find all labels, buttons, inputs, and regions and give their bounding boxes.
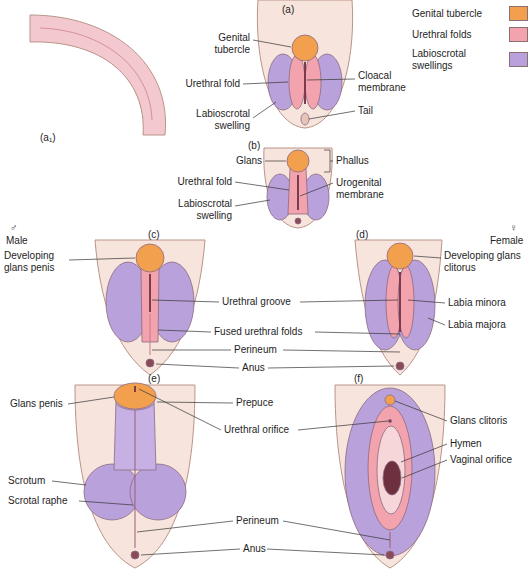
label-anchor: Prepuce (236, 397, 273, 409)
label-anchor: Urethral fold (186, 78, 240, 90)
label-anchor: (a) (282, 4, 294, 16)
legend-swatch (509, 6, 528, 21)
label-anchor: (f) (354, 373, 363, 385)
label-anchor: Phallus (336, 155, 369, 167)
panel-letter: (a₁) (40, 132, 56, 144)
legend-swatch (509, 27, 528, 42)
label-anchor: Scrotal raphe (8, 495, 67, 507)
label-anchor: Scrotum (8, 475, 45, 487)
part-label: Urethral fold (186, 78, 240, 90)
part-label: Urethral groove (222, 296, 291, 308)
label-anchor: Urethral orifice (224, 424, 289, 436)
part-label: Anus (242, 362, 265, 374)
legend-text: Labioscrotal swellings (412, 48, 490, 71)
label-anchor: Male (6, 235, 28, 247)
legend-row: Labioscrotal swellings (412, 48, 528, 71)
label-anchor: Labioscrotal swelling (167, 198, 232, 221)
part-label: Prepuce (236, 397, 273, 409)
part-label: Scrotum (8, 475, 45, 487)
skin-regions (30, 0, 445, 568)
part-label: Glans penis (10, 398, 63, 410)
part-label: Anus (243, 543, 266, 555)
panel-letter: (f) (354, 373, 363, 385)
part-label: Genital tubercle (200, 32, 250, 55)
part-label: Developing glans penis (4, 250, 68, 273)
label-anchor: Labia majora (448, 319, 506, 331)
label-anchor: (c) (148, 229, 160, 241)
label-anchor: Labia minora (448, 297, 506, 309)
part-label: Cloacal membrane (358, 70, 410, 93)
part-label: Developing glans clitorus (444, 250, 530, 273)
label-anchor: ♂ (10, 222, 18, 234)
panel-letter: (d) (356, 229, 368, 241)
part-label: Hymen (450, 438, 482, 450)
label-anchor: Anus (243, 543, 266, 555)
legend-text: Urethral folds (412, 29, 490, 41)
label-anchor: Tail (358, 105, 373, 117)
label-anchor: ♀ (510, 222, 518, 234)
part-label: Glans (236, 155, 262, 167)
part-label: Tail (358, 105, 373, 117)
legend-row: Genital tubercle (412, 6, 528, 21)
label-anchor: Glans penis (10, 398, 63, 410)
legend-text: Genital tubercle (412, 8, 490, 20)
label-anchor: Anus (242, 362, 265, 374)
label-anchor: Urethral groove (222, 296, 291, 308)
legend-swatch (509, 52, 528, 67)
part-label: Fused urethral folds (214, 326, 302, 338)
panel-letter: (c) (148, 229, 160, 241)
label-anchor: Glans clitoris (450, 415, 507, 427)
part-label: ♀ (510, 222, 518, 234)
part-label: Urogenital membrane (336, 177, 398, 200)
label-anchor: Perineum (236, 515, 279, 527)
part-label: Labia minora (448, 297, 506, 309)
part-label: Scrotal raphe (8, 495, 67, 507)
part-label: Urethral fold (178, 176, 232, 188)
part-label: Vaginal orifice (450, 454, 512, 466)
leader-lines (52, 40, 447, 555)
part-label: ♂ (10, 222, 18, 234)
label-anchor: (d) (356, 229, 368, 241)
label-anchor: (a₁) (40, 132, 56, 144)
label-anchor: Fused urethral folds (214, 326, 302, 338)
part-label: Perineum (234, 344, 277, 356)
label-anchor: Genital tubercle (200, 32, 250, 55)
label-anchor: (e) (148, 373, 160, 385)
part-label: Urethral orifice (224, 424, 289, 436)
label-anchor: Developing glans clitorus (444, 250, 530, 273)
label-anchor: Labioscrotal swelling (185, 108, 250, 131)
label-anchor: Female (490, 235, 523, 247)
label-anchor: Urethral fold (178, 176, 232, 188)
part-label: Glans clitoris (450, 415, 507, 427)
label-anchor: Perineum (234, 344, 277, 356)
label-anchor: Glans (236, 155, 262, 167)
part-label: Phallus (336, 155, 369, 167)
label-anchor: Vaginal orifice (450, 454, 512, 466)
structures (84, 35, 435, 559)
panel-letter: (a) (282, 4, 294, 16)
part-label: Perineum (236, 515, 279, 527)
color-legend: Genital tubercleUrethral foldsLabioscrot… (412, 6, 528, 77)
label-anchor: Urogenital membrane (336, 177, 398, 200)
label-anchor: Hymen (450, 438, 482, 450)
label-anchor: Cloacal membrane (358, 70, 410, 93)
part-label: Labioscrotal swelling (185, 108, 250, 131)
legend-row: Urethral folds (412, 27, 528, 42)
label-anchor: (b) (248, 140, 260, 152)
panel-letter: (e) (148, 373, 160, 385)
part-label: Male (6, 235, 28, 247)
label-anchor: Developing glans penis (4, 250, 68, 273)
part-label: Labia majora (448, 319, 506, 331)
panel-letter: (b) (248, 140, 260, 152)
part-label: Labioscrotal swelling (167, 198, 232, 221)
part-label: Female (490, 235, 523, 247)
